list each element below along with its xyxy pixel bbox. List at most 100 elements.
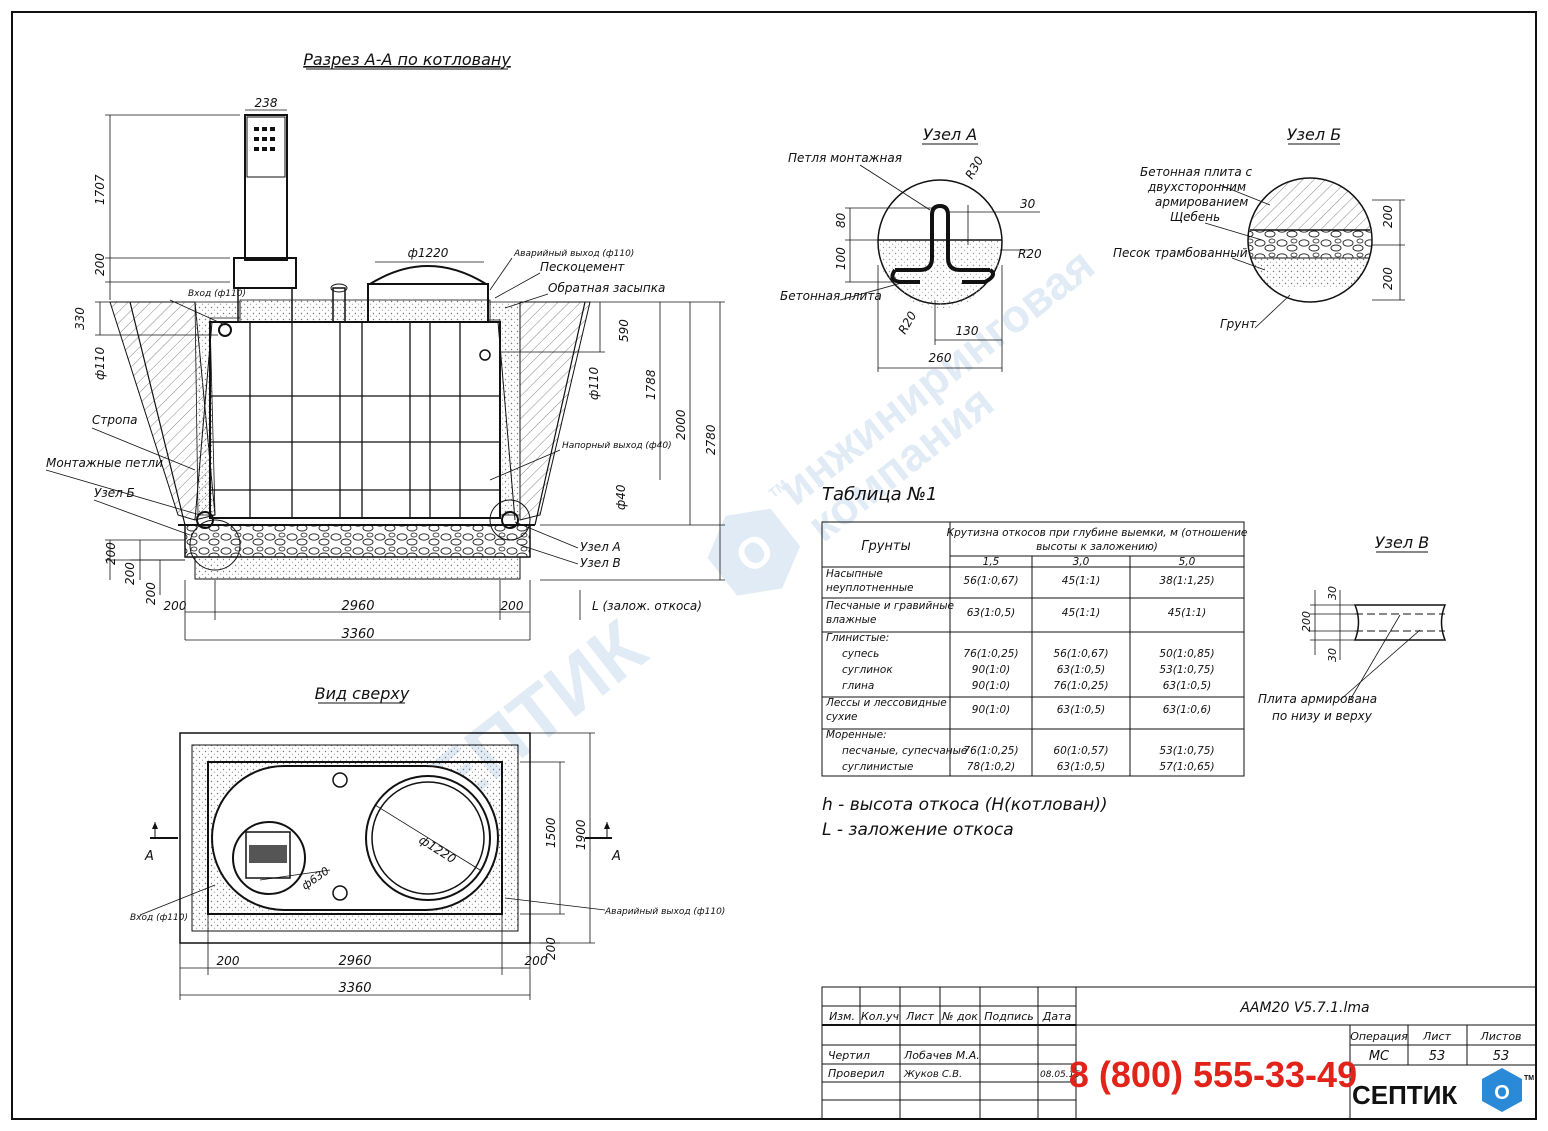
svg-text:2780: 2780 xyxy=(704,424,718,455)
top-inlet-label: Вход (ф110) xyxy=(130,913,188,923)
node-a: Узел А Петля монтажная Бетонная плита R3… xyxy=(780,125,1042,372)
svg-text:№ док: № док xyxy=(941,1010,978,1023)
svg-text:200: 200 xyxy=(1300,611,1313,632)
svg-text:Дата: Дата xyxy=(1042,1010,1072,1023)
depth-header-1: 3,0 xyxy=(1073,556,1090,568)
svg-text:R20: R20 xyxy=(1018,247,1042,261)
doc-code: AAM20 V5.7.1.lma xyxy=(1239,1000,1369,1016)
svg-text:Узел В: Узел В xyxy=(1375,533,1429,552)
svg-text:Жуков С.В.: Жуков С.В. xyxy=(903,1069,962,1080)
brand-logo: СЕПТИК О TM xyxy=(1352,1068,1534,1112)
svg-text:590: 590 xyxy=(617,319,631,342)
svg-text:Бетонная плита с: Бетонная плита с xyxy=(1140,165,1252,179)
svg-text:двухсторонним: двухсторонним xyxy=(1147,180,1246,194)
svg-text:по низу и верху: по низу и верху xyxy=(1272,709,1373,723)
svg-text:СЕПТИК: СЕПТИК xyxy=(1352,1080,1457,1110)
svg-text:200: 200 xyxy=(544,937,558,960)
node-b-ref-label: Узел Б xyxy=(94,486,135,500)
table-cell: 38(1:1,25) xyxy=(1159,575,1214,587)
svg-text:О: О xyxy=(1494,1082,1510,1104)
inlet-label: Вход (ф110) xyxy=(188,289,246,299)
slope-note-label: L (залож. откоса) xyxy=(592,599,702,613)
sheet-frame xyxy=(11,11,1537,1120)
svg-text:1707: 1707 xyxy=(93,174,107,205)
svg-text:Грунты: Грунты xyxy=(861,539,911,554)
table-cell: 90(1:0) xyxy=(972,680,1010,692)
table-cell: 56(1:0,67) xyxy=(1053,648,1108,660)
svg-text:Проверил: Проверил xyxy=(828,1067,884,1080)
legend: h - высота откоса (Н(котлован)) L - зало… xyxy=(822,795,1107,840)
depth-header-2: 5,0 xyxy=(1179,556,1196,568)
svg-text:Крутизна откосов при глубине в: Крутизна откосов при глубине выемки, м (… xyxy=(947,527,1248,539)
svg-text:Щебень: Щебень xyxy=(1170,210,1220,224)
sling-label: Стропа xyxy=(92,413,138,427)
svg-text:армированием: армированием xyxy=(1155,195,1248,209)
svg-text:30: 30 xyxy=(1326,648,1339,662)
table-cell: 45(1:1) xyxy=(1062,575,1100,587)
node-v: Узел В 30 200 30 Плита армирована по низ… xyxy=(1258,533,1447,723)
svg-text:Операция: Операция xyxy=(1350,1030,1408,1043)
svg-text:Узел Б: Узел Б xyxy=(1287,125,1341,144)
table-cell: 63(1:0,6) xyxy=(1163,704,1211,716)
node-a-ref-label: Узел А xyxy=(580,540,621,554)
svg-text:2000: 2000 xyxy=(674,409,688,440)
svg-text:200: 200 xyxy=(164,599,187,613)
svg-text:МС: МС xyxy=(1369,1049,1390,1064)
svg-text:53: 53 xyxy=(1493,1049,1510,1064)
svg-text:200: 200 xyxy=(123,562,137,585)
svg-text:Песок трамбованный: Песок трамбованный xyxy=(1113,246,1248,260)
table-row-name: сухие xyxy=(826,711,858,723)
table-row-name: Насыпные xyxy=(826,568,883,580)
watermark-hexagon xyxy=(707,508,801,596)
table-cell: 78(1:0,2) xyxy=(967,761,1015,773)
svg-text:R20: R20 xyxy=(895,309,919,337)
svg-text:высоты к заложению): высоты к заложению) xyxy=(1036,541,1158,553)
svg-text:80: 80 xyxy=(834,212,848,228)
table-cell: 76(1:0,25) xyxy=(1053,680,1108,692)
section-title: Разрез А-А по котловану xyxy=(303,50,511,69)
table-row-name: песчаные, супесчаные xyxy=(842,745,967,757)
table-row-name: Лессы и лессовидные xyxy=(825,697,947,709)
svg-text:Листов: Листов xyxy=(1479,1030,1521,1043)
top-view-title: Вид сверху xyxy=(315,684,410,703)
node-v-ref-label: Узел В xyxy=(580,556,621,570)
svg-text:130: 130 xyxy=(956,324,979,338)
table-cell: 90(1:0) xyxy=(972,664,1010,676)
svg-text:100: 100 xyxy=(834,247,848,270)
svg-text:200: 200 xyxy=(93,253,107,276)
backfill-label: Обратная засыпка xyxy=(548,281,665,295)
svg-text:1900: 1900 xyxy=(574,819,588,850)
title-block: Изм. Кол.уч Лист № док Подпись Дата Черт… xyxy=(821,986,1537,1120)
table-rows: Насыпныенеуплотненные56(1:0,67)45(1:1)38… xyxy=(825,568,1215,773)
table-cell: 53(1:0,75) xyxy=(1159,664,1214,676)
table-row-name: влажные xyxy=(826,614,876,626)
table-cell: 63(1:0,5) xyxy=(1057,761,1105,773)
table-cell: 63(1:0,5) xyxy=(1057,664,1105,676)
table-cell: 63(1:0,5) xyxy=(1163,680,1211,692)
svg-text:30: 30 xyxy=(1020,197,1036,211)
svg-text:Подпись: Подпись xyxy=(984,1010,1033,1023)
svg-text:Лист: Лист xyxy=(1422,1030,1451,1043)
svg-text:Чертил: Чертил xyxy=(828,1049,870,1062)
svg-text:200: 200 xyxy=(525,954,548,968)
svg-text:Узел А: Узел А xyxy=(923,125,977,144)
table-row-name: суглинистые xyxy=(842,761,913,773)
node-b: Узел Б Бетонная плита с двухсторонним ар… xyxy=(1113,125,1405,331)
top-emergency-label: Аварийный выход (ф110) xyxy=(604,907,725,917)
svg-text:260: 260 xyxy=(929,351,952,365)
svg-text:1500: 1500 xyxy=(544,817,558,848)
svg-text:53: 53 xyxy=(1429,1049,1446,1064)
svg-text:200: 200 xyxy=(104,542,118,565)
svg-text:Изм.: Изм. xyxy=(829,1010,855,1023)
svg-text:200: 200 xyxy=(501,599,524,613)
svg-text:238: 238 xyxy=(255,96,278,110)
svg-text:30: 30 xyxy=(1326,586,1339,600)
phone-number: 8 (800) 555-33-49 xyxy=(1069,1054,1357,1095)
svg-text:08.05.15: 08.05.15 xyxy=(1040,1070,1080,1080)
table-cell: 60(1:0,57) xyxy=(1053,745,1108,757)
svg-text:Плита армирована: Плита армирована xyxy=(1258,692,1377,706)
table-header: Грунты Крутизна откосов при глубине выем… xyxy=(861,527,1247,568)
section-view: Разрез А-А по котловану xyxy=(45,50,725,642)
svg-text:ф110: ф110 xyxy=(587,366,601,400)
